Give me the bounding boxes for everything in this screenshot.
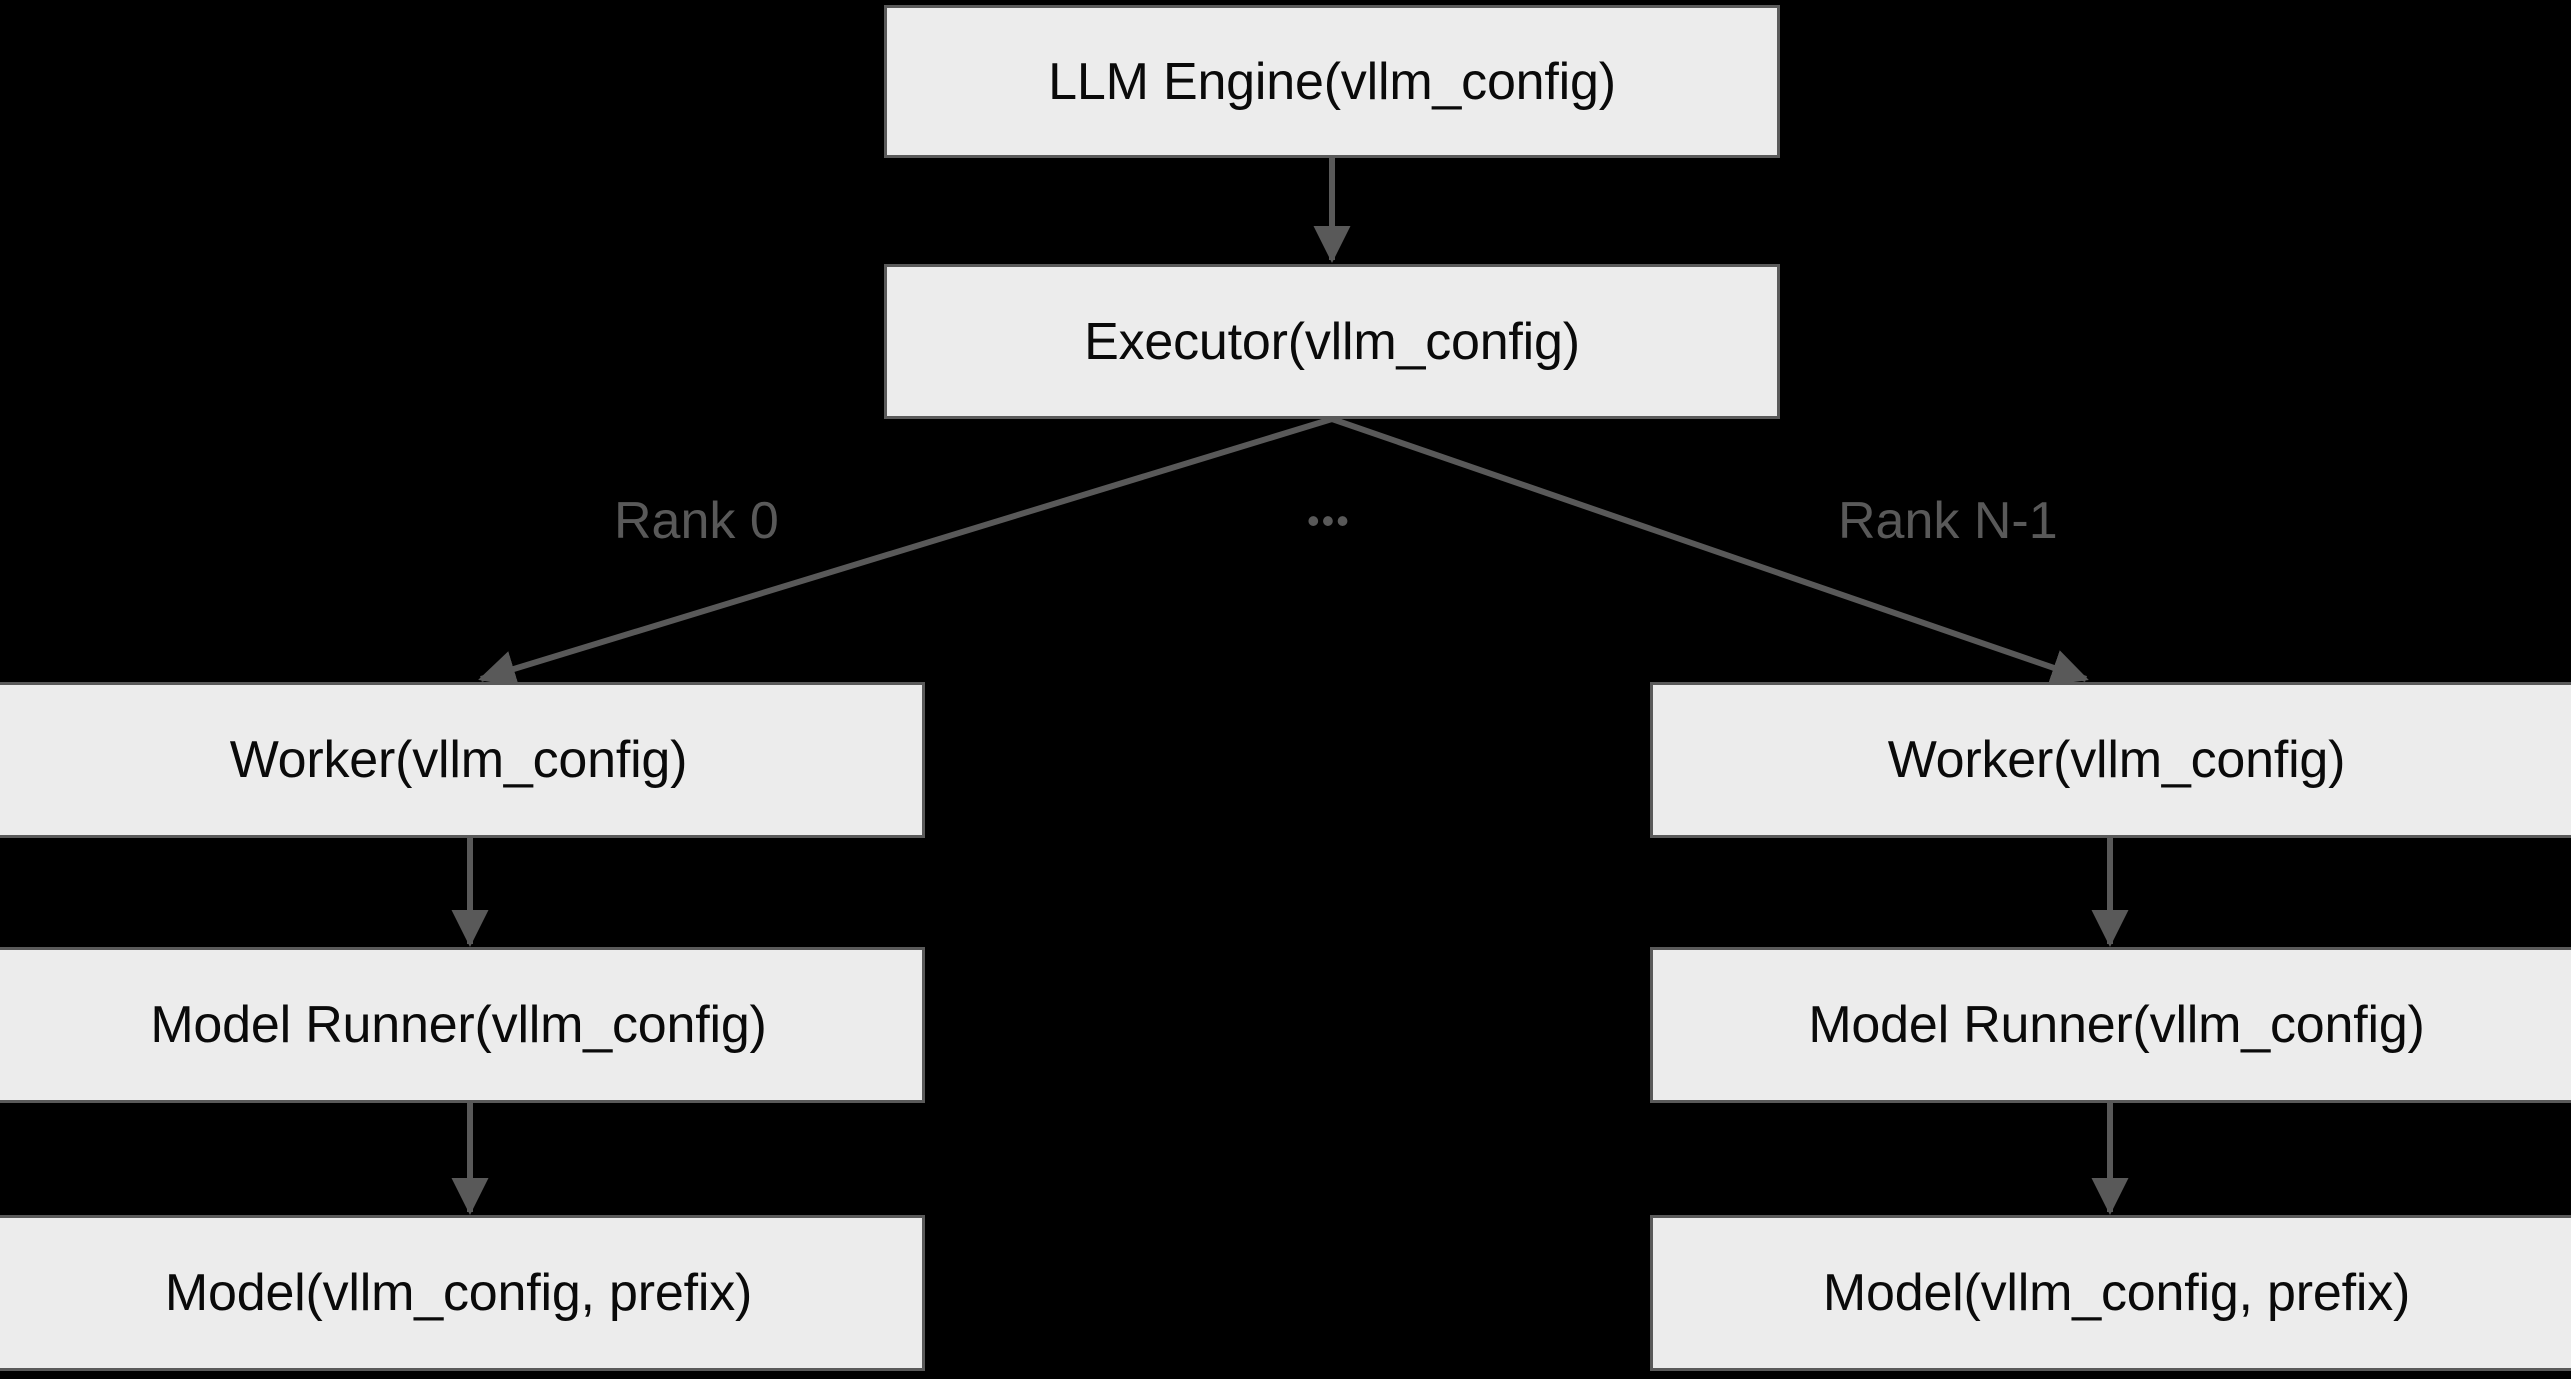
edge-executor-to-worker-rank-0 (478, 416, 1333, 687)
node-model-rank-0[interactable]: Model(vllm_config, prefix) (0, 1215, 925, 1371)
node-model-rank-n-label: Model(vllm_config, prefix) (1822, 1264, 2411, 1322)
node-model-runner-rank-0-label: Model Runner(vllm_config) (150, 996, 767, 1054)
node-llm-engine[interactable]: LLM Engine(vllm_config) (884, 5, 1780, 158)
node-model-runner-rank-n-label: Model Runner(vllm_config) (1808, 996, 2425, 1054)
node-model-runner-rank-0[interactable]: Model Runner(vllm_config) (0, 947, 925, 1103)
node-worker-rank-n[interactable]: Worker(vllm_config) (1650, 682, 2571, 838)
node-llm-engine-label: LLM Engine(vllm_config) (1048, 52, 1616, 111)
node-worker-rank-n-label: Worker(vllm_config) (1887, 731, 2346, 789)
node-worker-rank-0[interactable]: Worker(vllm_config) (0, 682, 925, 838)
node-executor[interactable]: Executor(vllm_config) (884, 264, 1780, 419)
node-model-runner-rank-n[interactable]: Model Runner(vllm_config) (1650, 947, 2571, 1103)
node-executor-label: Executor(vllm_config) (1084, 312, 1580, 371)
edge-label-rank-n: Rank N-1 (1838, 492, 2058, 550)
node-model-rank-0-label: Model(vllm_config, prefix) (164, 1264, 753, 1322)
edge-label-ellipsis: ••• (1307, 500, 1351, 541)
node-model-rank-n[interactable]: Model(vllm_config, prefix) (1650, 1215, 2571, 1371)
edge-label-rank-0: Rank 0 (614, 492, 779, 550)
node-worker-rank-0-label: Worker(vllm_config) (229, 731, 688, 789)
